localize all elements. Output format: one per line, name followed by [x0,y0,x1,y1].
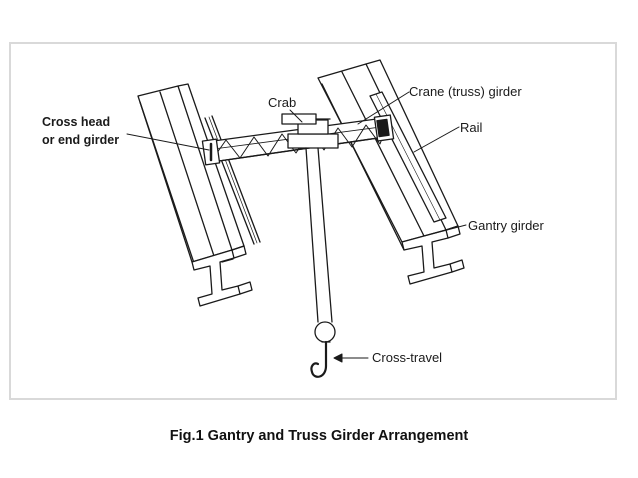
left-gantry-girder [137,83,261,307]
leader-lines [126,91,467,363]
figure-frame [9,42,617,400]
gantry-girder-label: Gantry girder [468,218,544,233]
crane-girder-label: Crane (truss) girder [409,84,522,99]
cross-head-label-line1: Cross head [42,115,111,129]
figure-caption: Fig.1 Gantry and Truss Girder Arrangemen… [169,428,469,444]
hoist-rope-and-hook [305,147,336,378]
crab-label: Crab [268,95,297,110]
right-gantry-girder [317,59,465,285]
cross-head-label-line2: or end girder [42,133,120,147]
rail-label: Rail [460,120,483,135]
cross-travel-label: Cross-travel [372,350,443,365]
